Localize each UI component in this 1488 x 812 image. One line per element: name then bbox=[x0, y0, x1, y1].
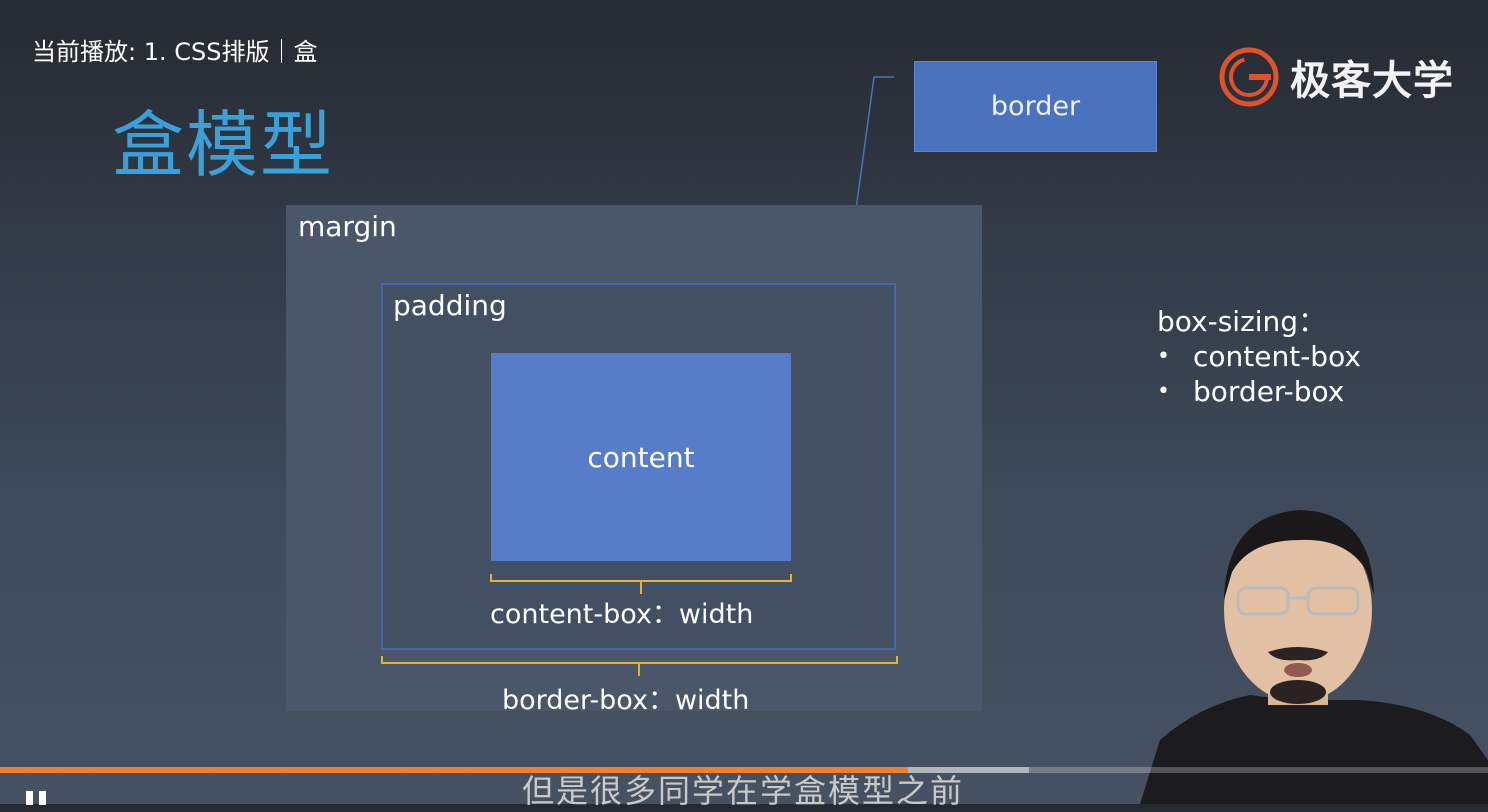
pause-icon[interactable] bbox=[26, 790, 52, 805]
content-box-width-label: content-box：width bbox=[490, 599, 754, 630]
box-sizing-item-border-box: border-box bbox=[1157, 374, 1361, 409]
border-width-brace-tick bbox=[638, 662, 640, 676]
border-label: border bbox=[990, 91, 1081, 122]
box-sizing-heading: box-sizing： bbox=[1157, 305, 1327, 338]
content-label: content bbox=[587, 440, 695, 474]
box-sizing-list: box-sizing： content-box border-box bbox=[1157, 304, 1361, 409]
logo-g-icon bbox=[1219, 47, 1279, 107]
content-box: content bbox=[491, 353, 791, 561]
progress-played bbox=[0, 767, 908, 773]
geek-university-logo: 极客大学 bbox=[1218, 46, 1454, 108]
subtitle-caption: 但是很多同学在学盒模型之前 bbox=[522, 772, 965, 810]
progress-bar[interactable] bbox=[0, 767, 1488, 773]
box-sizing-item-content-box: content-box bbox=[1157, 339, 1361, 374]
presenter-video bbox=[1140, 510, 1488, 804]
logo-text: 极客大学 bbox=[1290, 58, 1454, 104]
border-label-box: border bbox=[914, 61, 1157, 152]
now-playing-label: 当前播放: 1. CSS排版｜盒 bbox=[32, 38, 318, 66]
margin-label: margin bbox=[298, 210, 397, 243]
padding-label: padding bbox=[393, 289, 507, 322]
border-box-width-label: border-box：width bbox=[502, 685, 750, 716]
slide-title: 盒模型 bbox=[112, 103, 335, 187]
content-width-brace-tick bbox=[640, 580, 642, 594]
